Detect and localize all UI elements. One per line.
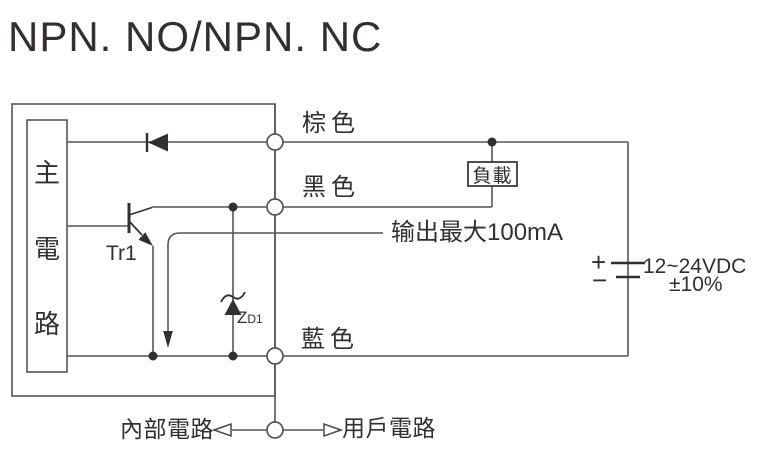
terminal-circle-black [266,198,284,216]
load-label: 負載 [472,165,513,187]
terminal-circle-blue [266,347,284,365]
wires [11,103,629,431]
junction-dot [228,351,238,361]
transistor-label: Tr1 [106,242,137,265]
terminal-circle-common [266,421,284,439]
right-arrow-icon [323,422,344,438]
main-circuit-box [26,119,68,373]
main-circuit-char: 路 [33,309,60,339]
junction-dot [487,137,497,147]
main-circuit-char: 主 [33,158,60,188]
user-circuit-label: 用戶電路 [342,415,436,441]
black-wire-label: 黑色 [302,174,360,201]
load-box [467,161,518,187]
brown-wire-label: 棕色 [302,110,360,137]
terminal-circle-brown [266,133,284,151]
terminals [266,133,284,439]
zener-diode-icon [220,291,246,315]
junction-dot [148,351,158,361]
battery-minus-sign: − [592,265,608,295]
junction-dot [228,202,238,212]
transistor-icon [127,203,153,246]
blue-wire-label: 藍色 [301,326,359,353]
battery-icon [611,261,645,279]
output-pointer-line [167,232,383,331]
zener-label-sub: D1 [247,312,263,326]
symbols [127,133,645,438]
footer-arrowheads [211,422,344,438]
diode-icon [145,133,168,152]
output-arrowhead-icon [163,331,173,348]
main-circuit-char: 電 [33,233,60,264]
zener-label-main: Z [237,308,248,327]
left-arrow-icon [211,422,232,438]
tolerance-label: ±10% [669,273,723,296]
voltage-label: 12~24VDC [643,255,747,278]
internal-circuit-label: 內部電路 [120,416,214,442]
zener-label: ZD1 [237,308,263,328]
output-note: 输出最大100mA [391,219,564,246]
main-circuit-label: 主 電 路 [27,120,67,372]
battery-plus-sign: + [591,247,607,277]
junction-dots [148,137,497,361]
diagram-title: NPN. NO/NPN. NC [8,13,383,60]
